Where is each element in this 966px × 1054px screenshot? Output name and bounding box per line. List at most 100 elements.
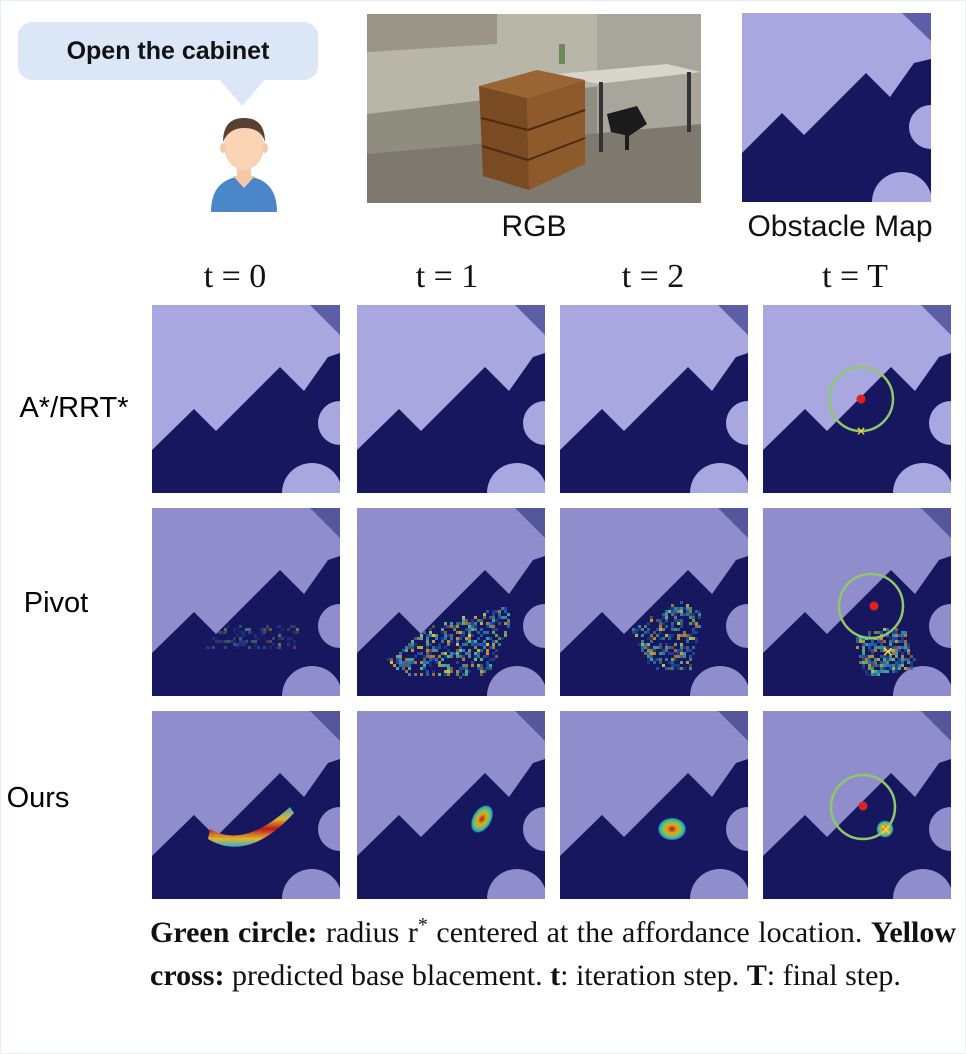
pivot-sample-pixel: [474, 646, 477, 649]
pivot-sample-pixel: [405, 664, 408, 667]
pivot-sample-pixel: [492, 610, 495, 613]
pivot-sample-pixel: [907, 658, 910, 661]
pivot-sample-pixel: [674, 655, 677, 658]
pivot-sample-pixel: [650, 616, 653, 619]
pivot-sample-pixel: [239, 625, 242, 628]
pivot-sample-pixel: [638, 625, 641, 628]
pivot-sample-pixel: [239, 631, 242, 634]
pivot-sample-pixel: [405, 658, 408, 661]
pivot-sample-pixel: [662, 637, 665, 640]
pivot-sample-pixel: [659, 643, 662, 646]
pivot-sample-pixel: [245, 628, 248, 631]
pivot-sample-pixel: [671, 652, 674, 655]
pivot-sample-pixel: [692, 622, 695, 625]
pivot-sample-pixel: [414, 643, 417, 646]
pivot-sample-pixel: [680, 667, 683, 670]
pivot-sample-pixel: [641, 649, 644, 652]
pivot-sample-pixel: [242, 640, 245, 643]
pivot-sample-pixel: [432, 658, 435, 661]
rgb-label: RGB: [501, 210, 567, 243]
pivot-sample-pixel: [862, 643, 865, 646]
pivot-sample-pixel: [212, 646, 215, 649]
pivot-sample-pixel: [662, 622, 665, 625]
pivot-sample-pixel: [486, 661, 489, 664]
pivot-sample-pixel: [450, 670, 453, 673]
pivot-sample-pixel: [641, 634, 644, 637]
pivot-sample-pixel: [417, 652, 420, 655]
pivot-sample-pixel: [218, 640, 221, 643]
pivot-sample-pixel: [471, 664, 474, 667]
pivot-sample-pixel: [480, 673, 483, 676]
caption-superscript: *: [417, 914, 428, 936]
pivot-sample-pixel: [480, 628, 483, 631]
pivot-sample-pixel: [895, 640, 898, 643]
pivot-sample-pixel: [435, 634, 438, 637]
pivot-sample-pixel: [871, 640, 874, 643]
pivot-sample-pixel: [862, 640, 865, 643]
pivot-sample-pixel: [441, 637, 444, 640]
pivot-sample-pixel: [692, 637, 695, 640]
pivot-sample-pixel: [895, 667, 898, 670]
pivot-sample-pixel: [438, 655, 441, 658]
pivot-sample-pixel: [444, 637, 447, 640]
pivot-sample-pixel: [904, 631, 907, 634]
pivot-sample-pixel: [275, 625, 278, 628]
pivot-sample-pixel: [656, 667, 659, 670]
pivot-sample-pixel: [483, 670, 486, 673]
pivot-sample-pixel: [886, 634, 889, 637]
pivot-sample-pixel: [898, 667, 901, 670]
pivot-sample-pixel: [889, 643, 892, 646]
pivot-sample-pixel: [662, 652, 665, 655]
pivot-sample-pixel: [429, 628, 432, 631]
pivot-sample-pixel: [898, 640, 901, 643]
pivot-sample-pixel: [465, 640, 468, 643]
pivot-sample-pixel: [492, 625, 495, 628]
pivot-sample-pixel: [468, 670, 471, 673]
pivot-sample-pixel: [659, 631, 662, 634]
ours-map-t1: [357, 711, 545, 899]
pivot-sample-pixel: [468, 640, 471, 643]
pivot-sample-pixel: [293, 631, 296, 634]
pivot-sample-pixel: [889, 655, 892, 658]
pivot-sample-pixel: [680, 625, 683, 628]
pivot-sample-pixel: [275, 646, 278, 649]
pivot-sample-pixel: [898, 661, 901, 664]
pivot-sample-pixel: [405, 661, 408, 664]
pivot-sample-pixel: [862, 661, 865, 664]
pivot-sample-pixel: [435, 649, 438, 652]
pivot-sample-pixel: [420, 661, 423, 664]
pivot-sample-pixel: [665, 616, 668, 619]
pivot-sample-pixel: [233, 640, 236, 643]
pivot-sample-pixel: [492, 631, 495, 634]
pivot-sample-pixel: [653, 652, 656, 655]
pivot-sample-pixel: [465, 643, 468, 646]
pivot-sample-pixel: [650, 652, 653, 655]
pivot-sample-pixel: [653, 637, 656, 640]
pivot-sample-pixel: [254, 643, 257, 646]
pivot-sample-pixel: [501, 607, 504, 610]
ours-heat-band: [208, 807, 294, 847]
pivot-sample-pixel: [498, 616, 501, 619]
pivot-sample-pixel: [480, 634, 483, 637]
pivot-sample-pixel: [254, 634, 257, 637]
pivot-sample-pixel: [239, 640, 242, 643]
pivot-sample-pixel: [901, 664, 904, 667]
pivot-sample-pixel: [680, 622, 683, 625]
pivot-sample-pixel: [680, 619, 683, 622]
pivot-sample-pixel: [408, 643, 411, 646]
pivot-sample-pixel: [659, 625, 662, 628]
pivot-sample-pixel: [263, 637, 266, 640]
pivot-sample-pixel: [644, 625, 647, 628]
pivot-sample-pixel: [880, 655, 883, 658]
pivot-sample-pixel: [450, 655, 453, 658]
ours-map-t2: [560, 711, 748, 899]
pivot-sample-pixel: [263, 631, 266, 634]
pivot-sample-pixel: [233, 637, 236, 640]
pivot-sample-pixel: [504, 634, 507, 637]
pivot-sample-pixel: [871, 652, 874, 655]
pivot-sample-pixel: [495, 628, 498, 631]
pivot-sample-pixel: [650, 634, 653, 637]
pivot-sample-pixel: [465, 664, 468, 667]
pivot-sample-pixel: [880, 640, 883, 643]
base-cross: ×: [856, 424, 866, 438]
